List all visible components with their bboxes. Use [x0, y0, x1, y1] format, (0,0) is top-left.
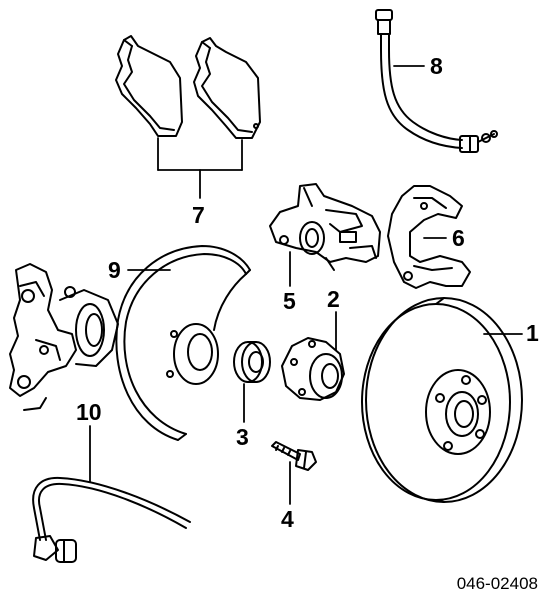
brake-pad-left: [115, 35, 183, 137]
callout-6: 6: [452, 225, 465, 251]
callout-5: 5: [283, 288, 296, 314]
callout-1: 1: [526, 320, 539, 346]
caliper-bracket: [387, 185, 471, 289]
callout-10: 10: [76, 399, 102, 425]
callout-2: 2: [327, 286, 340, 312]
drawing-code: 046-02408: [456, 574, 538, 593]
brake-hose: [375, 9, 498, 153]
caliper: [269, 183, 381, 271]
speed-sensor: [32, 476, 191, 563]
callout-7: 7: [192, 202, 205, 228]
splash-shield: [115, 245, 251, 441]
steering-knuckle: [9, 263, 119, 411]
brake-disc: [361, 297, 523, 503]
brake-pad-right: [193, 37, 261, 139]
wheel-hub: [281, 337, 345, 401]
wheel-bearing: [233, 341, 271, 383]
hub-bolt: [271, 441, 317, 471]
callout-3: 3: [236, 424, 249, 450]
leader-7: [157, 137, 243, 199]
callout-8: 8: [430, 53, 443, 79]
callout-4: 4: [281, 506, 294, 532]
callout-9: 9: [108, 257, 121, 283]
